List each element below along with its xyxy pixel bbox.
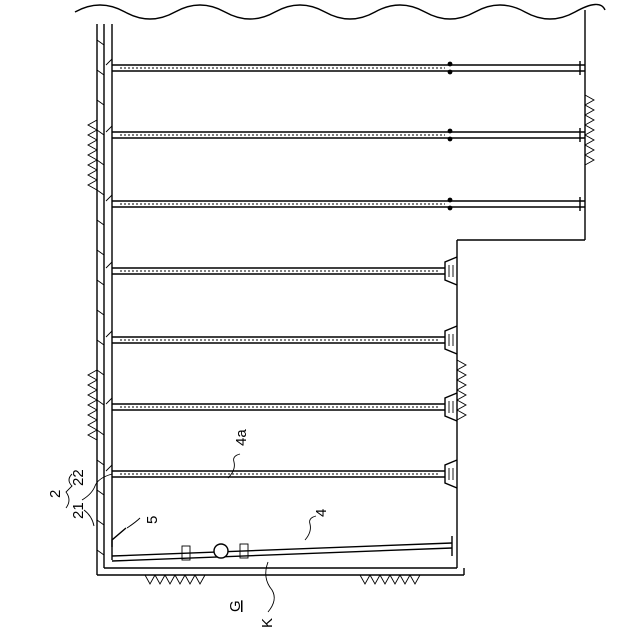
wall-tick	[97, 430, 104, 435]
soil-hatch-bottom-2	[360, 575, 420, 584]
wall-tick	[97, 130, 104, 135]
soil-hatching	[88, 95, 594, 584]
bottom-strut	[112, 536, 452, 561]
wall-tick	[97, 160, 104, 165]
upper-strut-3	[106, 195, 585, 211]
wall-tick	[97, 340, 104, 345]
upper-strut-1	[106, 59, 585, 75]
lower-strut-3	[106, 393, 457, 421]
soil-hatch-left-lower	[88, 370, 97, 440]
label-22: 22	[70, 469, 87, 486]
wall-tick	[97, 550, 104, 555]
brace	[112, 528, 126, 547]
label-G: G	[227, 600, 244, 612]
lower-strut-2	[106, 326, 457, 354]
wall-tick	[97, 280, 104, 285]
soil-hatch-right-upper	[585, 95, 594, 165]
soil-hatch-bottom-1	[145, 575, 205, 584]
wall-tick	[97, 490, 104, 495]
wall-tick	[97, 520, 104, 525]
retaining-wall	[97, 24, 112, 575]
struts-group	[97, 40, 585, 555]
wall-tick	[97, 400, 104, 405]
lower-strut-4	[106, 460, 457, 488]
lower-strut-1	[106, 257, 457, 285]
wall-tick	[97, 460, 104, 465]
label-2: 2	[47, 490, 64, 498]
label-4: 4	[313, 509, 330, 517]
excavation-outline	[97, 10, 585, 575]
wall-tick	[97, 100, 104, 105]
top-break-line	[75, 4, 605, 19]
label-5: 5	[144, 516, 161, 524]
wall-tick	[97, 370, 104, 375]
wall-tick	[97, 70, 104, 75]
wall-tick	[97, 190, 104, 195]
soil-hatch-left-upper	[88, 120, 97, 190]
label-21: 21	[70, 502, 87, 519]
wall-tick	[97, 220, 104, 225]
soil-hatch-right-middle	[457, 360, 466, 420]
wall-tick	[97, 40, 104, 45]
label-K: K	[259, 618, 276, 628]
wall-tick	[97, 310, 104, 315]
wall-tick	[97, 250, 104, 255]
upper-strut-2	[106, 126, 585, 142]
label-4a: 4a	[233, 429, 250, 446]
jack-circle	[214, 544, 228, 558]
